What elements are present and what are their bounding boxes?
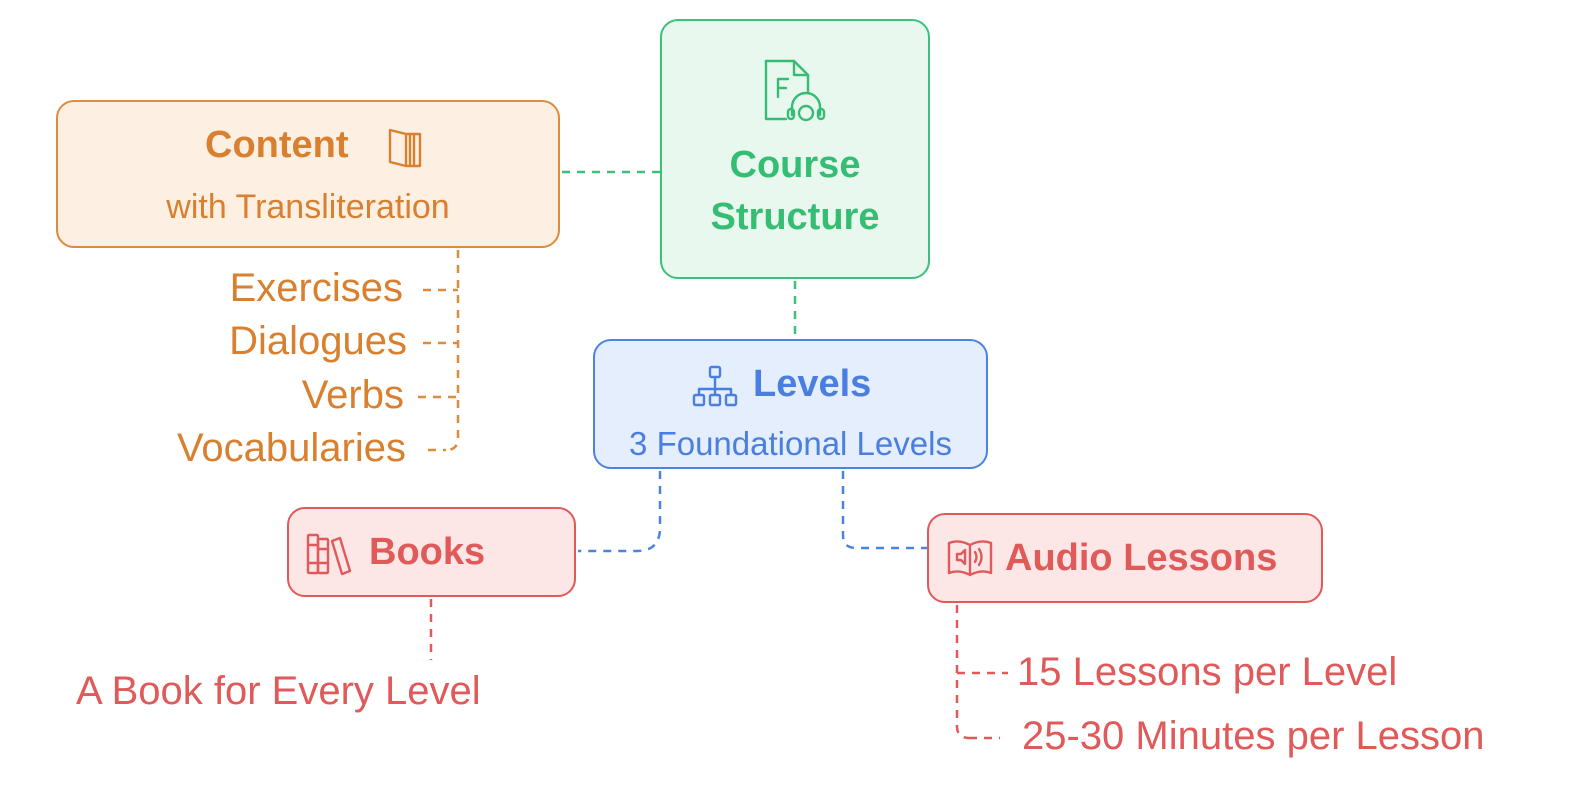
connector-levels-books [578,471,662,553]
levels-subtitle: 3 Foundational Levels [629,425,952,462]
books-icon [306,533,352,576]
content-item-vocabularies: Vocabularies [176,426,406,470]
levels-title: Levels [753,363,872,405]
content-node: Content with Transliteration [56,100,560,248]
audio-book-icon [947,540,993,577]
content-subtitle: with Transliteration [166,188,450,226]
content-item-exercises: Exercises [229,266,403,310]
book-icon [388,128,422,168]
course-structure-node: Course Structure [660,19,930,279]
books-item: A Book for Every Level [76,669,481,713]
audio-item-lessons-per-level: 15 Lessons per Level [1017,650,1398,694]
books-title: Books [369,531,486,573]
audio-lessons-title: Audio Lessons [1005,537,1278,579]
audio-item-minutes-per-lesson: 25-30 Minutes per Lesson [1022,714,1485,758]
content-title: Content [205,124,349,166]
course-structure-title: Course Structure [662,139,928,243]
books-node: Books [287,507,576,597]
course-title-line1: Course [729,144,861,186]
connector-content-spine [445,250,460,452]
audio-file-icon [764,59,826,122]
connector-levels-audio [841,471,927,550]
connector-audio-spine [955,605,970,740]
audio-lessons-node: Audio Lessons [927,513,1323,603]
content-item-verbs: Verbs [301,373,404,417]
levels-node: Levels 3 Foundational Levels [593,339,988,469]
course-title-line2: Structure [710,196,880,238]
hierarchy-icon [692,365,738,407]
content-item-dialogues: Dialogues [229,319,407,363]
